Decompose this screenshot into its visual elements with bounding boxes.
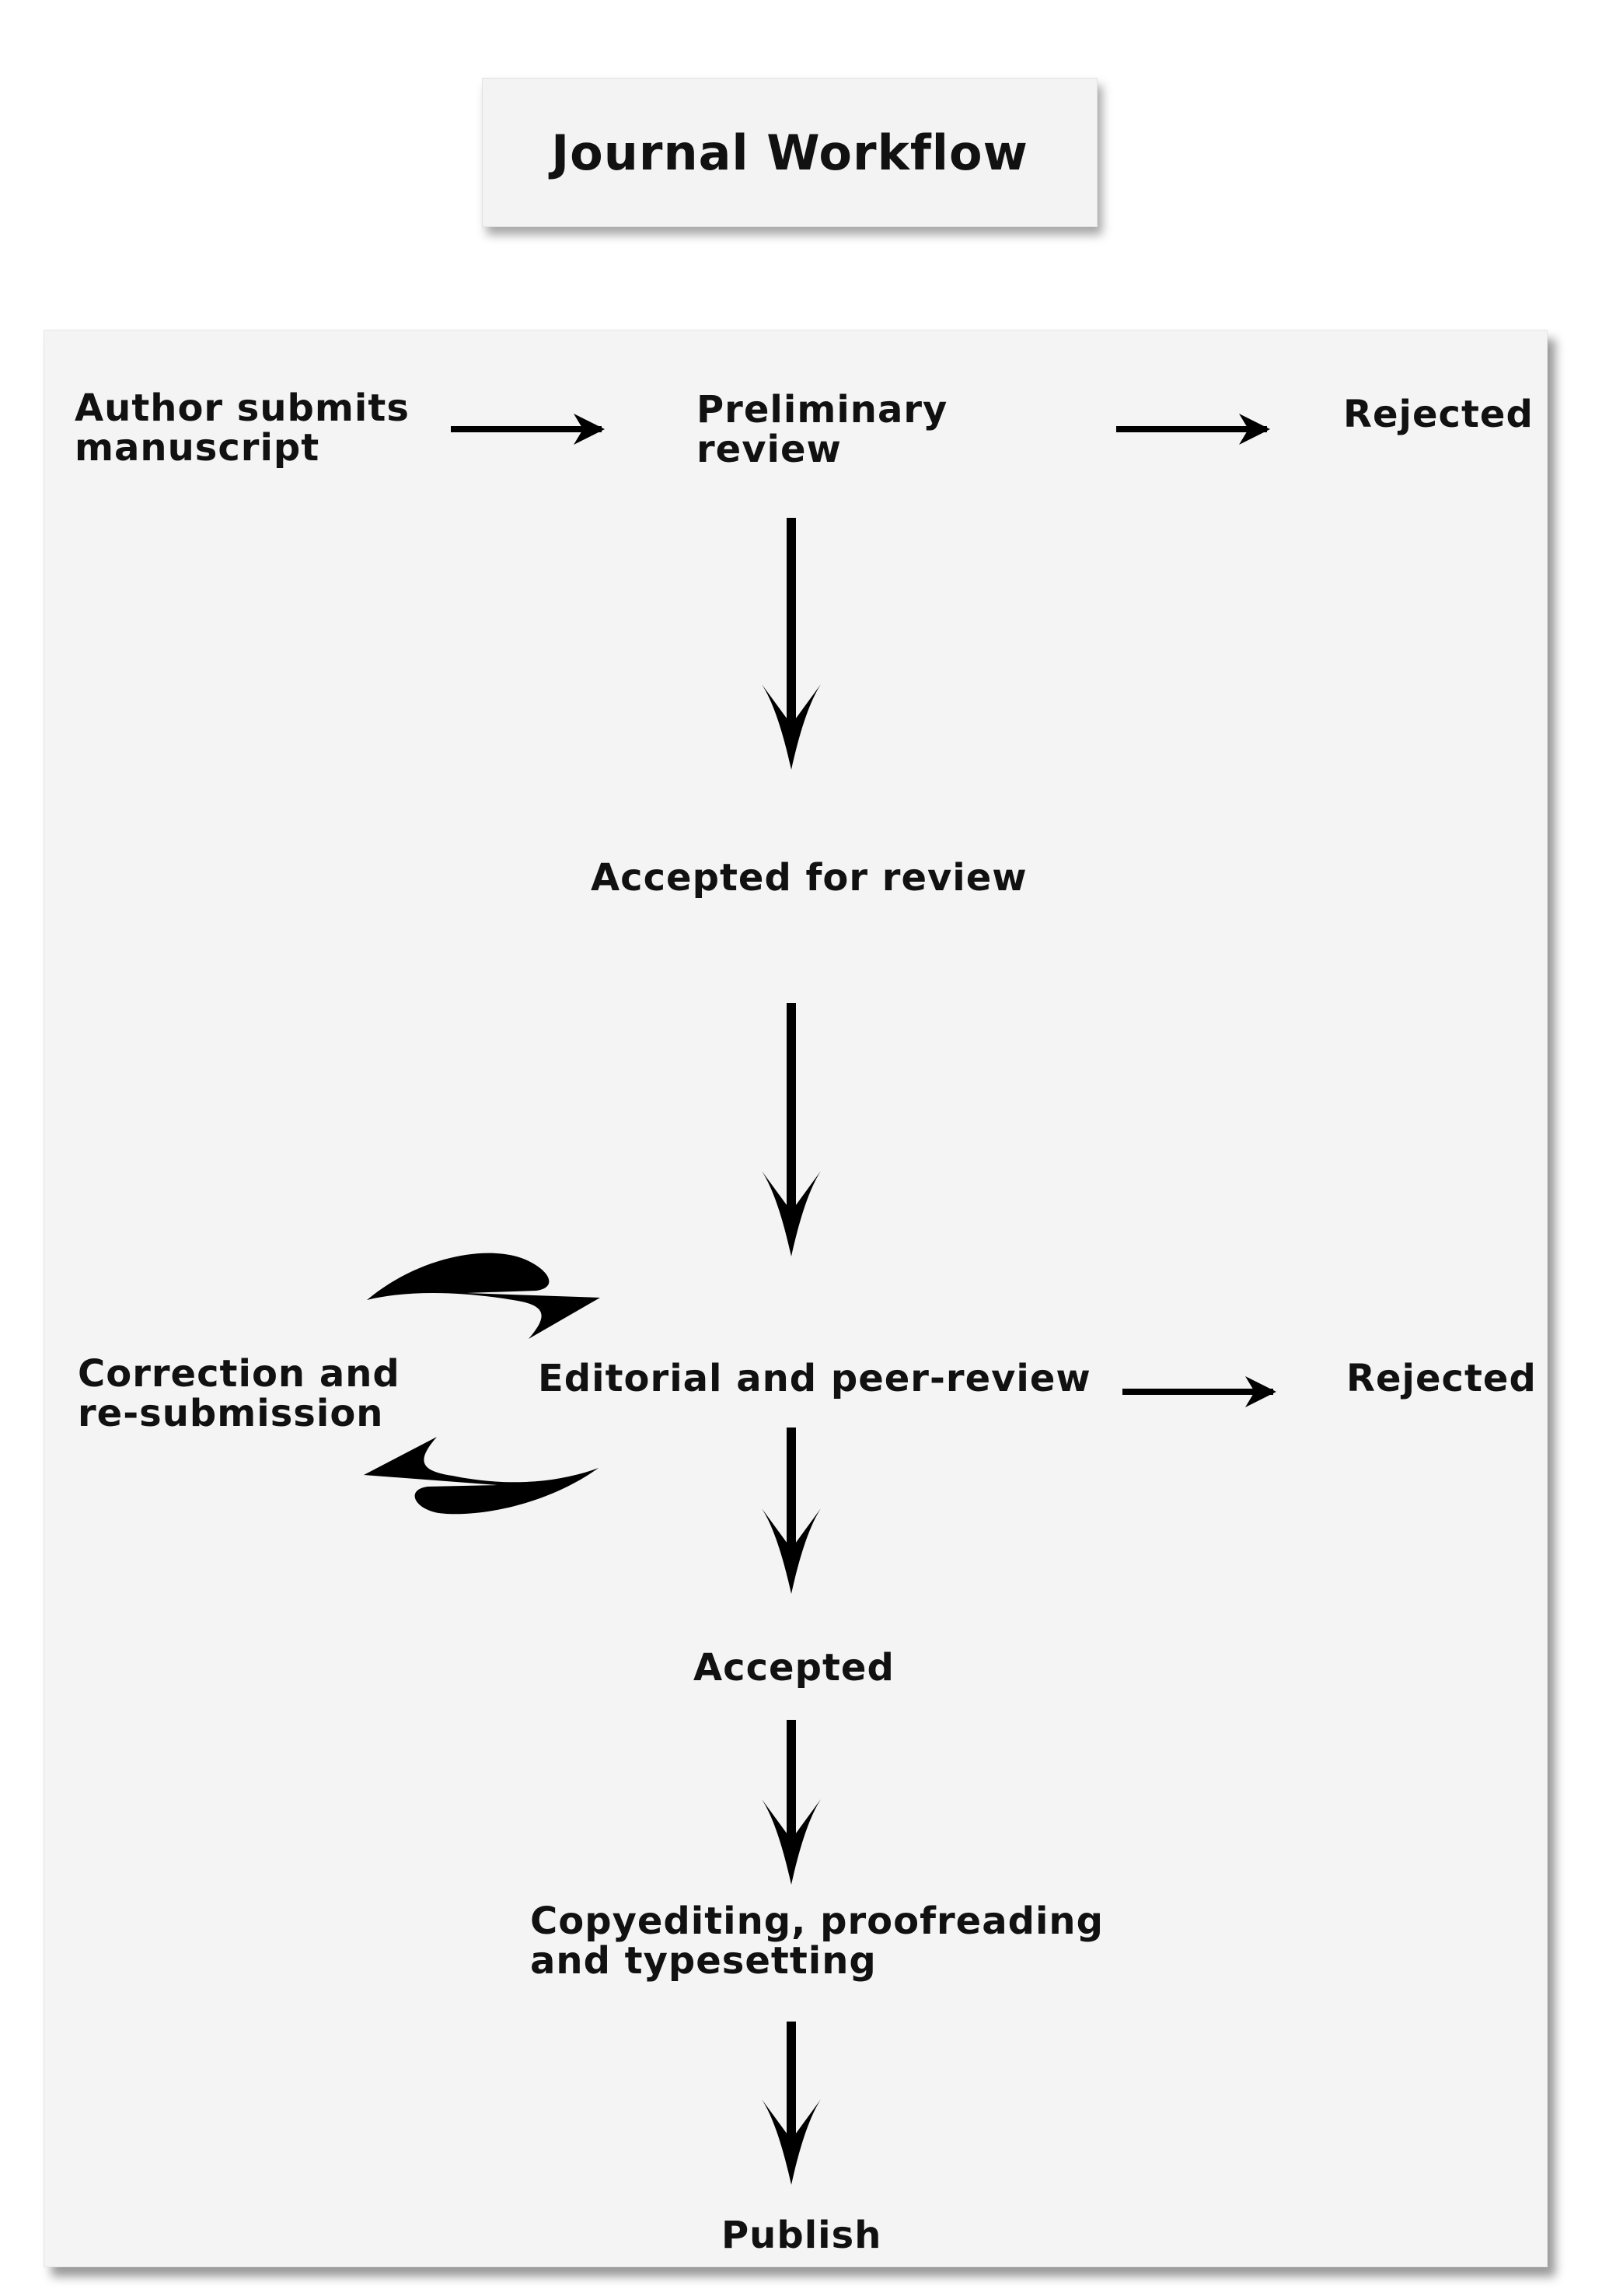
node-rejected-2: Rejected — [1346, 1357, 1537, 1400]
node-author-submits-line-1: Author submits — [75, 386, 410, 430]
arrow-accepted-to-copyediting — [762, 1720, 821, 1885]
node-accepted-for-review: Accepted for review — [591, 856, 1028, 900]
node-author-submits-line-2: manuscript — [75, 426, 320, 470]
node-rejected-1: Rejected — [1343, 393, 1534, 436]
arrow-preliminary-to-accepted-for-review — [762, 518, 821, 770]
node-preliminary-review-line-1: Preliminary — [696, 388, 948, 432]
curved-arrow-correction-to-editorial — [367, 1253, 600, 1339]
curved-arrow-editorial-to-correction — [364, 1437, 599, 1515]
node-correction-line-1: Correction and — [78, 1352, 400, 1396]
node-author-submits: Author submits manuscript — [75, 389, 410, 468]
node-preliminary-review: Preliminary review — [696, 390, 948, 470]
node-correction-line-2: re-submission — [78, 1392, 384, 1435]
arrow-editorial-to-accepted — [762, 1428, 821, 1594]
node-correction-resubmission: Correction and re-submission — [78, 1354, 400, 1434]
diagram-title-box: Journal Workflow — [482, 78, 1098, 227]
node-copyediting: Copyediting, proofreading and typesettin… — [530, 1902, 1104, 1981]
node-preliminary-review-line-2: review — [696, 428, 842, 471]
arrow-copyediting-to-publish — [762, 2022, 821, 2185]
node-accepted: Accepted — [693, 1646, 895, 1690]
node-publish: Publish — [721, 2214, 882, 2257]
node-editorial-peer-review: Editorial and peer-review — [538, 1357, 1091, 1400]
diagram-title: Journal Workflow — [551, 124, 1028, 181]
arrow-accepted-for-review-to-editorial — [762, 1003, 821, 1256]
node-copyediting-line-1: Copyediting, proofreading — [530, 1899, 1104, 1943]
node-copyediting-line-2: and typesetting — [530, 1939, 877, 1983]
